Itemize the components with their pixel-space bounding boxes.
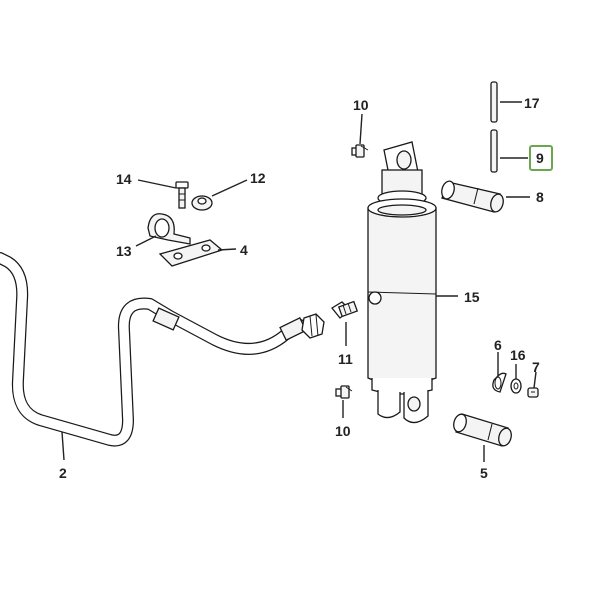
callout-17: 17 xyxy=(524,95,540,111)
grease-nipple-bottom[interactable] xyxy=(335,385,353,399)
bolt-14[interactable] xyxy=(175,181,189,209)
callout-15: 15 xyxy=(464,289,480,305)
leader-lines xyxy=(61,101,537,462)
callout-16: 16 xyxy=(510,347,526,363)
pin-17[interactable] xyxy=(490,81,498,123)
callout-6: 6 xyxy=(494,337,502,353)
nut-12[interactable] xyxy=(191,195,213,211)
callout-10-bottom: 10 xyxy=(335,423,351,439)
pin-9[interactable] xyxy=(490,129,498,173)
washer-16[interactable] xyxy=(510,378,522,394)
plate-4[interactable] xyxy=(158,239,224,267)
callout-7: 7 xyxy=(532,359,540,375)
callout-12: 12 xyxy=(250,170,266,186)
callout-4: 4 xyxy=(240,242,248,258)
callout-9[interactable]: 9 xyxy=(536,150,544,166)
fitting-11[interactable] xyxy=(331,300,359,319)
callout-13: 13 xyxy=(116,243,132,259)
hydraulic-hose[interactable] xyxy=(0,252,325,447)
highlight-box-9 xyxy=(529,145,553,171)
grease-nipple-top[interactable] xyxy=(351,144,369,158)
split-pin-6[interactable] xyxy=(492,372,507,393)
callout-5: 5 xyxy=(480,465,488,481)
pin-5[interactable] xyxy=(452,413,513,448)
callout-10-top: 10 xyxy=(353,97,369,113)
hydraulic-cylinder[interactable] xyxy=(367,141,437,424)
pin-8[interactable] xyxy=(440,180,505,213)
screw-7[interactable] xyxy=(527,387,539,398)
clamp-13[interactable] xyxy=(147,213,191,245)
callout-8: 8 xyxy=(536,189,544,205)
callout-14: 14 xyxy=(116,171,132,187)
callout-11: 11 xyxy=(338,351,353,367)
callout-2: 2 xyxy=(59,465,67,481)
